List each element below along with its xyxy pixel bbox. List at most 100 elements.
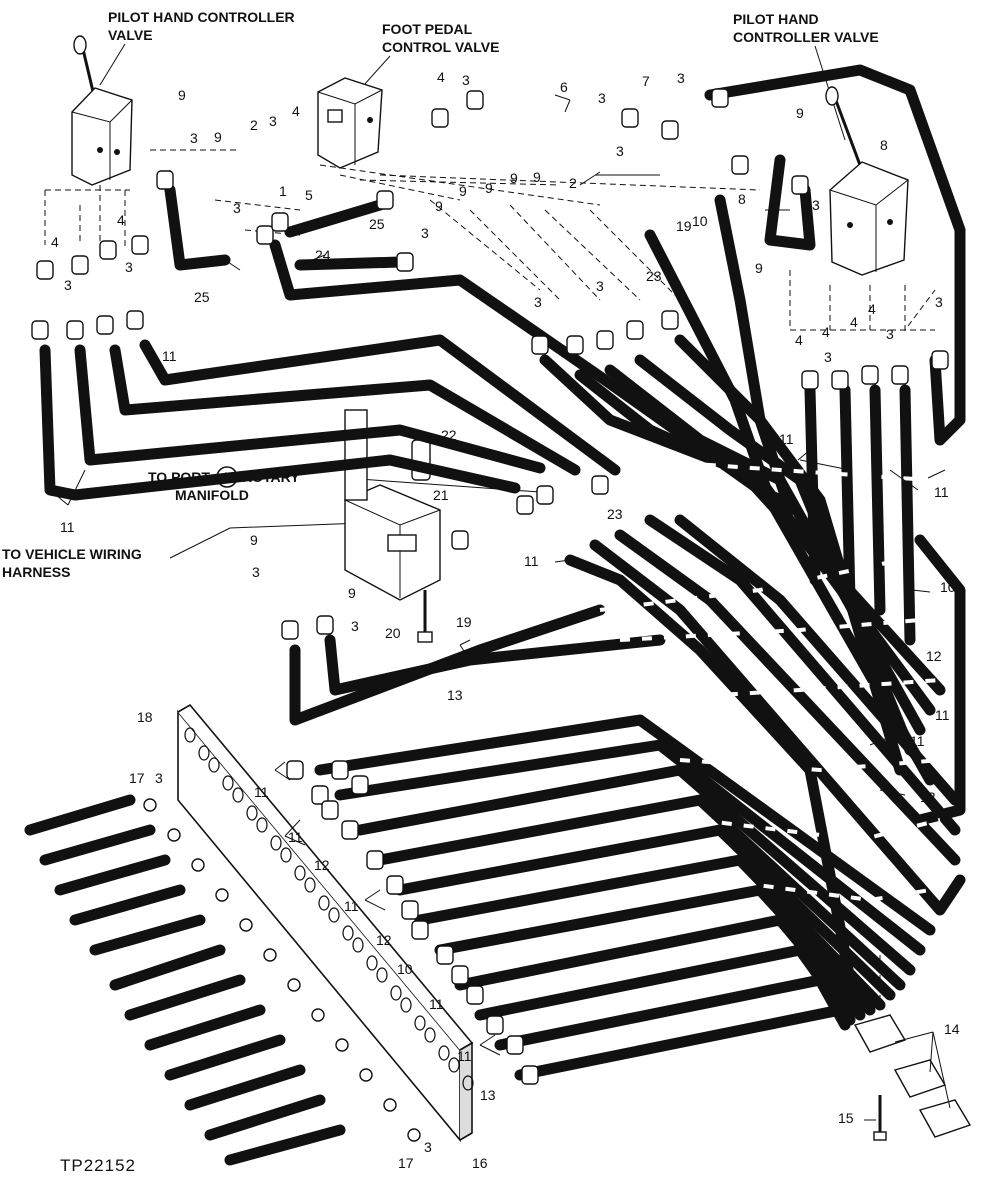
fitting-5 [256, 225, 274, 245]
callout-c17b: 17 [398, 1155, 414, 1171]
callout-c3d: 3 [462, 72, 470, 88]
plate-hole-6-1 [342, 925, 354, 941]
bulkhead-nut-5 [263, 948, 277, 962]
hose-b2 [334, 739, 926, 956]
fitting-50 [331, 760, 349, 780]
callout-c25b: 25 [369, 216, 385, 232]
callout-c18: 18 [137, 709, 153, 725]
hose-b1 [314, 714, 936, 936]
hose-b6 [414, 854, 886, 1011]
svg-text:PILOT HAND: PILOT HAND [733, 11, 819, 27]
callout-c13b: 13 [480, 1087, 496, 1103]
callout-c11d: 11 [60, 519, 75, 535]
callout-c3f: 3 [677, 70, 685, 86]
callout-c3m: 3 [596, 278, 604, 294]
callout-c2a: 2 [250, 117, 258, 133]
callout-c3o: 3 [935, 294, 943, 310]
fitting-28 [99, 240, 117, 260]
plate-hole-0-0 [184, 727, 196, 743]
callout-c10a: 10 [692, 213, 708, 229]
svg-text:HARNESS: HARNESS [2, 564, 70, 580]
bulkhead-nut-6 [287, 978, 301, 992]
bulkhead-nut-1 [167, 828, 181, 842]
plate-hole-5-1 [318, 895, 330, 911]
fitting-21 [801, 370, 819, 390]
fitting-41 [386, 875, 404, 895]
hose-b5 [394, 824, 896, 1001]
callout-c19b: 19 [456, 614, 472, 630]
hose-b11 [514, 1004, 846, 1081]
fitting-47 [486, 1015, 504, 1035]
fitting-17 [566, 335, 584, 355]
callout-c5: 5 [305, 187, 313, 203]
hose-lower-2 [614, 529, 961, 866]
fitting-40 [366, 850, 384, 870]
callout-c9b: 9 [214, 129, 222, 145]
callout-c11j: 11 [344, 898, 359, 914]
callout-c7: 7 [642, 73, 650, 89]
callout-c9k: 9 [348, 585, 356, 601]
hose-11-v2 [839, 384, 856, 606]
fitting-7 [376, 190, 394, 210]
callout-c9h: 9 [533, 169, 541, 185]
hose-8 [764, 154, 816, 251]
fitting-39 [341, 820, 359, 840]
plate-hole-8-1 [390, 985, 402, 1001]
callout-c11l: 11 [457, 1048, 472, 1064]
bulkhead-nut-9 [359, 1068, 373, 1082]
fitting-11 [621, 108, 639, 128]
hose-b4 [374, 794, 906, 991]
callout-c11h: 11 [254, 784, 269, 800]
bulkhead-nut-2 [191, 858, 205, 872]
hose-lower-3 [644, 514, 961, 836]
plate-hole-6-0 [328, 907, 340, 923]
clamp-parts [853, 1014, 972, 1141]
callout-c13a: 13 [447, 687, 463, 703]
fitting-3 [126, 310, 144, 330]
callout-c11a: 11 [162, 348, 177, 364]
callout-c23b: 23 [607, 506, 623, 522]
plate-hole-9-0 [400, 997, 412, 1013]
fitting-6 [271, 212, 289, 232]
hose-11-v3 [869, 384, 886, 616]
fitting-8 [396, 252, 414, 272]
plate-hole-4-1 [294, 865, 306, 881]
callout-c3s: 3 [155, 770, 163, 786]
callout-c3t: 3 [424, 1139, 432, 1155]
callout-c15: 15 [838, 1110, 854, 1126]
bulkhead-nut-11 [407, 1128, 421, 1142]
bulkhead-plate [177, 703, 474, 1143]
callout-c24: 24 [315, 247, 331, 263]
fitting-45 [451, 965, 469, 985]
callout-c3i: 3 [421, 225, 429, 241]
callout-c6: 6 [560, 79, 568, 95]
hose-13 [564, 554, 856, 986]
hose-19 [644, 229, 936, 786]
bulkhead-nut-4 [239, 918, 253, 932]
fitting-42 [401, 900, 419, 920]
callout-c11i: 11 [288, 829, 303, 845]
hose-b7 [434, 884, 876, 1016]
callout-c22: 22 [441, 427, 457, 443]
callout-c4g: 4 [850, 314, 858, 330]
hose-loop-right [704, 64, 966, 446]
fitting-48 [506, 1035, 524, 1055]
callout-c9j: 9 [250, 532, 258, 548]
fitting-33 [516, 495, 534, 515]
fittings [31, 88, 949, 1085]
svg-text:TO VEHICLE WIRING: TO VEHICLE WIRING [2, 546, 142, 562]
plate-hole-2-0 [232, 787, 244, 803]
plate-hole-1-1 [222, 775, 234, 791]
callout-c3c: 3 [269, 113, 277, 129]
callout-c14: 14 [944, 1021, 960, 1037]
fitting-9 [431, 108, 449, 128]
fitting-34 [536, 485, 554, 505]
callout-c16: 16 [472, 1155, 488, 1171]
hose-13-b [324, 634, 666, 696]
fitting-27 [71, 255, 89, 275]
svg-text:CONTROLLER VALVE: CONTROLLER VALVE [733, 29, 879, 45]
right-pilot-valve [825, 86, 909, 276]
fitting-29 [131, 235, 149, 255]
title-foot-valve: FOOT PEDAL CONTROL VALVE [382, 21, 499, 55]
